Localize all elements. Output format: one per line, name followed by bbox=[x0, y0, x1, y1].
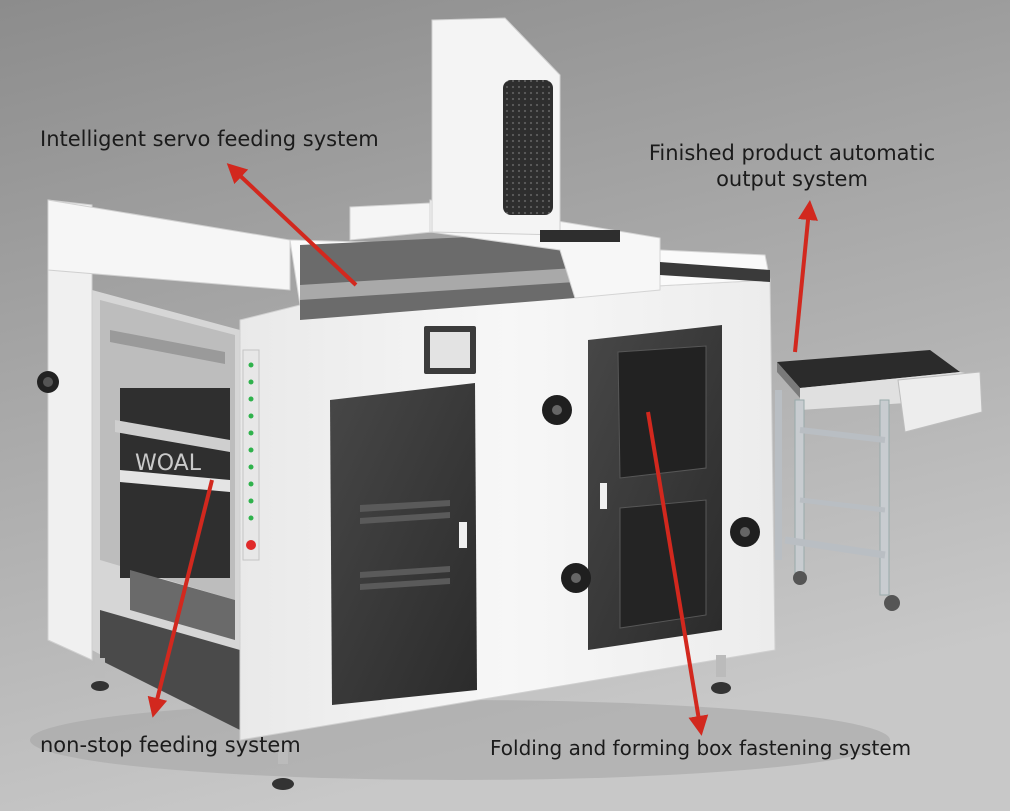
arrow-servo bbox=[226, 163, 358, 287]
label-output-system: Finished product automatic output system bbox=[646, 140, 938, 193]
servo-feeding-gantry bbox=[300, 17, 770, 320]
output-conveyor bbox=[775, 350, 983, 611]
label-output-line2: output system bbox=[716, 167, 868, 192]
label-nonstop-feeding: non-stop feeding system bbox=[40, 733, 301, 757]
annotation-arrows bbox=[147, 163, 818, 736]
perforated-vent bbox=[503, 80, 553, 215]
machine-main-body bbox=[239, 239, 776, 790]
arrow-nonstop bbox=[147, 479, 214, 718]
label-output-line1: Finished product automatic bbox=[648, 141, 936, 165]
left-access-door bbox=[330, 383, 477, 705]
machine-left-post bbox=[37, 199, 291, 691]
label-folding-forming: Folding and forming box fastening system bbox=[490, 736, 912, 760]
arrow-output bbox=[793, 200, 818, 353]
arrow-folding bbox=[646, 411, 709, 736]
signal-lights bbox=[246, 362, 256, 550]
brand-window-text: WOAL bbox=[135, 451, 202, 476]
handwheels bbox=[542, 395, 760, 593]
label-servo-feeding: Intelligent servo feeding system bbox=[40, 127, 379, 151]
